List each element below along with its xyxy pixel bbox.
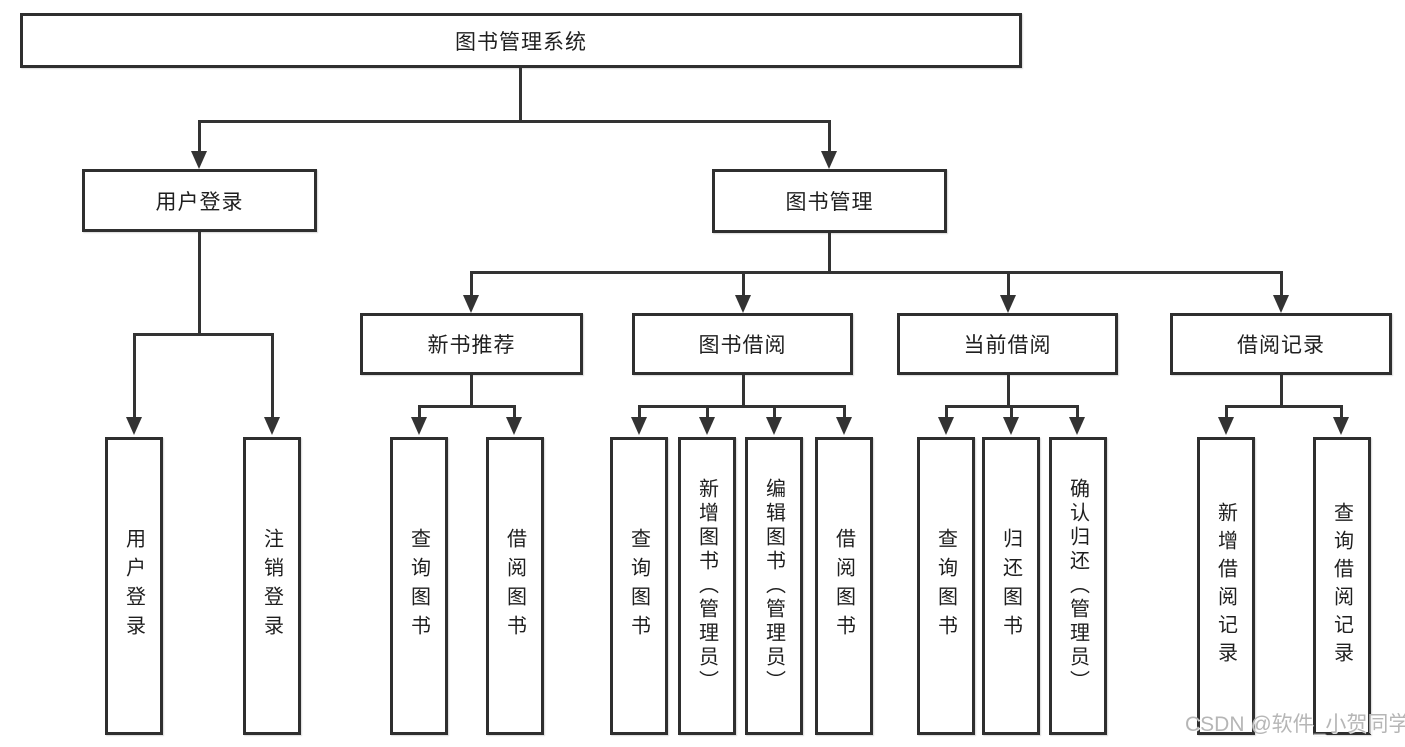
leaf-label: 新增借阅记录 <box>1214 502 1237 670</box>
arrow-down-icon <box>1003 417 1019 435</box>
node-user-login: 用户登录 <box>82 169 317 232</box>
leaf-label: 注销登录 <box>260 528 283 644</box>
leaf-query-book-2: 查询图书 <box>610 437 668 735</box>
leaf-query-book-3: 查询图书 <box>917 437 975 735</box>
arrow-down-icon <box>938 417 954 435</box>
arrow-down-icon <box>699 417 715 435</box>
leaf-label: 查询图书 <box>407 528 430 644</box>
connector <box>1280 375 1283 408</box>
node-new-book: 新书推荐 <box>360 313 583 375</box>
arrow-down-icon <box>411 417 427 435</box>
connector <box>773 405 776 419</box>
arrow-down-icon <box>1069 417 1085 435</box>
arrow-down-icon <box>126 417 142 435</box>
leaf-label: 查询图书 <box>934 528 957 644</box>
node-current-borrow: 当前借阅 <box>897 313 1118 375</box>
leaf-label: 归还图书 <box>999 528 1022 644</box>
leaf-label: 查询图书 <box>627 528 650 644</box>
connector <box>271 333 274 419</box>
arrow-down-icon <box>735 295 751 313</box>
node-user-login-label: 用户登录 <box>155 190 244 214</box>
connector <box>198 120 201 153</box>
connector <box>742 375 745 408</box>
node-borrow-records-label: 借阅记录 <box>1237 334 1325 357</box>
leaf-add-borrow-record: 新增借阅记录 <box>1197 437 1255 735</box>
leaf-label: 查询借阅记录 <box>1330 502 1353 670</box>
leaf-add-book-admin: 新增图书（管理员） <box>678 437 736 735</box>
connector <box>945 405 948 419</box>
connector <box>1007 375 1010 408</box>
connector <box>828 120 831 153</box>
leaf-borrow-book-1: 借阅图书 <box>486 437 544 735</box>
node-book-borrow: 图书借阅 <box>632 313 853 375</box>
connector <box>638 405 845 408</box>
leaf-label: 用户登录 <box>122 528 145 644</box>
node-book-manage-label: 图书管理 <box>785 191 874 214</box>
connector <box>470 375 473 408</box>
node-book-borrow-label: 图书借阅 <box>698 334 787 357</box>
connector <box>418 405 516 408</box>
leaf-query-borrow-record: 查询借阅记录 <box>1313 437 1371 735</box>
connector <box>470 271 1283 274</box>
node-root-label: 图书管理系统 <box>455 30 587 54</box>
arrow-down-icon <box>506 417 522 435</box>
connector <box>638 405 641 419</box>
arrow-down-icon <box>1000 295 1016 313</box>
connector <box>1007 271 1010 297</box>
arrow-down-icon <box>836 417 852 435</box>
connector <box>828 233 831 274</box>
leaf-return-book: 归还图书 <box>982 437 1040 735</box>
leaf-edit-book-admin: 编辑图书（管理员） <box>745 437 803 735</box>
connector <box>1340 405 1343 419</box>
connector <box>1076 405 1079 419</box>
node-book-manage: 图书管理 <box>712 169 947 233</box>
connector <box>198 232 201 336</box>
connector <box>1225 405 1228 419</box>
connector <box>470 271 473 297</box>
connector <box>513 405 516 419</box>
leaf-query-book-1: 查询图书 <box>390 437 448 735</box>
csdn-watermark: CSDN @软件_小贺同学 <box>1185 713 1405 736</box>
arrow-down-icon <box>264 417 280 435</box>
node-current-borrow-label: 当前借阅 <box>963 334 1052 357</box>
arrow-down-icon <box>191 151 207 169</box>
connector <box>133 333 136 419</box>
leaf-logout: 注销登录 <box>243 437 301 735</box>
connector <box>133 333 274 336</box>
connector <box>1225 405 1343 408</box>
leaf-label: 新增图书（管理员） <box>695 478 718 694</box>
arrow-down-icon <box>631 417 647 435</box>
node-new-book-label: 新书推荐 <box>427 334 516 357</box>
arrow-down-icon <box>1218 417 1234 435</box>
leaf-confirm-return-admin: 确认归还（管理员） <box>1049 437 1107 735</box>
arrow-down-icon <box>766 417 782 435</box>
connector <box>418 405 421 419</box>
leaf-borrow-book-2: 借阅图书 <box>815 437 873 735</box>
leaf-label: 确认归还（管理员） <box>1066 478 1089 694</box>
arrow-down-icon <box>463 295 479 313</box>
connector <box>1280 271 1283 297</box>
connector <box>1010 405 1013 419</box>
connector <box>843 405 846 419</box>
connector <box>706 405 709 419</box>
leaf-label: 借阅图书 <box>503 528 526 644</box>
connector <box>742 271 745 297</box>
arrow-down-icon <box>1273 295 1289 313</box>
arrow-down-icon <box>821 151 837 169</box>
node-root: 图书管理系统 <box>20 13 1022 68</box>
leaf-label: 借阅图书 <box>832 528 855 644</box>
node-borrow-records: 借阅记录 <box>1170 313 1392 375</box>
arrow-down-icon <box>1333 417 1349 435</box>
leaf-user-login: 用户登录 <box>105 437 163 735</box>
leaf-label: 编辑图书（管理员） <box>762 478 785 694</box>
connector <box>198 120 831 123</box>
connector <box>519 68 522 121</box>
